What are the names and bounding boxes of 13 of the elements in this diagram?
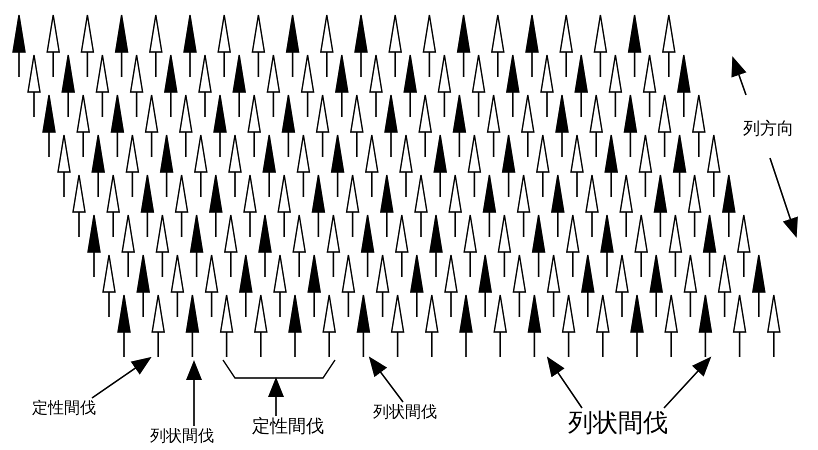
leader-arrow bbox=[546, 356, 583, 408]
leader-arrow bbox=[663, 356, 712, 409]
leader-arrow bbox=[186, 360, 202, 426]
callout-text: 定性間伐 bbox=[252, 418, 324, 436]
callout-text: 列状間伐 bbox=[150, 428, 214, 444]
callout-text: 定性間伐 bbox=[32, 400, 96, 416]
leader-arrow bbox=[268, 377, 284, 416]
direction-label: 列方向 bbox=[743, 121, 794, 138]
leader-arrow bbox=[368, 356, 404, 402]
leader-arrow bbox=[92, 356, 152, 399]
callout-text: 列状間伐 bbox=[373, 404, 437, 420]
bracket bbox=[222, 360, 336, 379]
callout-text: 列状間伐 bbox=[568, 410, 668, 435]
